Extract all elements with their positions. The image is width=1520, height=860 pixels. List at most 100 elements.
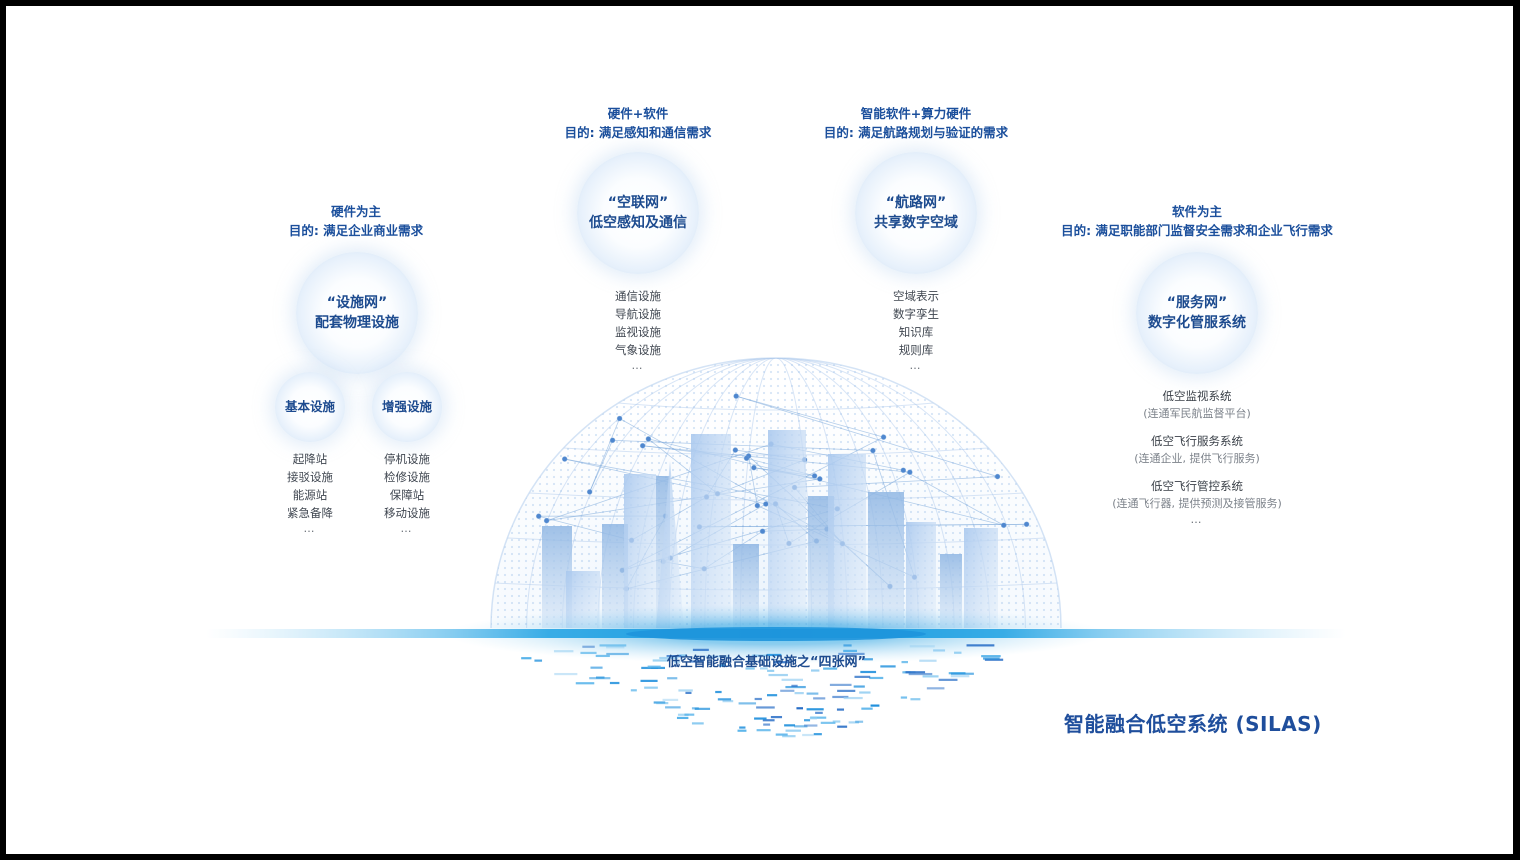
data-stream-bar (950, 672, 974, 675)
list-item: 停机设施 (384, 452, 430, 466)
data-stream-bar (773, 661, 789, 664)
service-network-header: 软件为主 目的: 满足职能部门监督安全需求和企业飞行需求 (1047, 202, 1347, 240)
data-stream-bar (678, 689, 693, 692)
list-item: 通信设施 (615, 289, 661, 303)
data-stream-bar (662, 698, 679, 701)
data-stream-bar (810, 716, 827, 719)
network-node (586, 489, 593, 495)
data-stream-bar (678, 654, 687, 657)
service-network-bubble[interactable]: “服务网” 数字化管服系统 (1136, 252, 1258, 374)
data-stream-bar (717, 698, 732, 701)
data-stream-bar (820, 721, 836, 724)
data-stream-bar (691, 722, 704, 725)
route-network-bubble[interactable]: “航路网” 共享数字空域 (855, 152, 977, 274)
basic-facility-list: 起降站 接驳设施 能源站 紧急备降 … (270, 450, 350, 536)
data-stream-bar (938, 678, 958, 681)
network-node (870, 447, 876, 454)
data-stream-bar (848, 721, 860, 724)
list-more: … (631, 359, 645, 372)
data-stream-bar (806, 708, 824, 711)
air-link-network-bubble[interactable]: “空联网” 低空感知及通信 (577, 152, 699, 274)
data-stream-bar (880, 665, 896, 668)
network-node (900, 467, 907, 474)
list-more: … (303, 522, 317, 535)
data-stream-bar (676, 716, 689, 720)
data-stream-bar (609, 681, 620, 685)
network-node (1000, 522, 1007, 529)
network-node (994, 473, 1001, 480)
basic-facility-bubble[interactable]: 基本设施 (275, 372, 345, 442)
route-network-header: 智能软件+算力硬件 目的: 满足航路规划与验证的需求 (806, 104, 1026, 142)
data-stream-bar (673, 661, 681, 664)
network-node (645, 436, 652, 442)
data-stream-bar (837, 689, 856, 692)
data-stream-bar (767, 669, 775, 672)
data-stream-bar (763, 723, 771, 726)
list-item: 紧急备降 (287, 506, 333, 520)
network-node (743, 455, 750, 462)
data-stream-bar (667, 677, 678, 680)
data-stream-bar (582, 645, 595, 648)
city-building (828, 454, 866, 628)
data-stream-bar (665, 706, 681, 709)
data-stream-bar (738, 702, 757, 705)
route-network-subtitle: 共享数字空域 (874, 215, 958, 231)
data-stream-bar (823, 667, 838, 670)
air-link-network-subtitle: 低空感知及通信 (589, 215, 687, 231)
service-system-desc: (连通军民航监督平台) (1143, 407, 1251, 420)
data-stream-bar (641, 666, 666, 670)
data-stream-bar (843, 644, 852, 647)
data-stream-bar (810, 669, 820, 672)
data-stream-bar (685, 691, 692, 695)
data-stream-bar (794, 692, 804, 695)
data-stream-bar (809, 717, 817, 720)
list-item: 空域表示 (893, 289, 939, 303)
enhanced-facility-bubble[interactable]: 增强设施 (372, 372, 442, 442)
route-network-type: 智能软件+算力硬件 (860, 106, 972, 121)
data-stream-bar (829, 683, 852, 686)
data-stream-bar (553, 650, 574, 653)
data-stream-bar (784, 724, 796, 727)
data-stream-bar (900, 696, 908, 699)
data-stream-bar (751, 654, 767, 657)
service-system-item: 低空飞行管控系统 (连通飞行器, 提供预测及接管服务) … (1087, 478, 1307, 527)
facility-network-header: 硬件为主 目的: 满足企业商业需求 (266, 202, 446, 240)
data-stream-bar (796, 707, 804, 710)
data-stream-bar (981, 655, 1001, 658)
data-stream-bar (838, 652, 865, 656)
network-link (736, 395, 998, 477)
data-stream-bar (595, 654, 610, 658)
network-link (736, 395, 884, 438)
network-link (589, 418, 620, 493)
route-network-list: 空域表示 数字孪生 知识库 规则库 … (876, 287, 956, 373)
data-stream-bar (804, 719, 811, 722)
data-stream-bar (836, 708, 845, 711)
network-node (817, 476, 823, 482)
facility-network-name: “设施网” (326, 295, 388, 311)
data-stream-bar (922, 675, 939, 678)
data-stream-bar (599, 644, 627, 647)
list-item: 知识库 (898, 325, 934, 339)
data-stream-bar (756, 729, 771, 732)
list-item: 规则库 (898, 343, 934, 357)
data-stream-bar (652, 659, 669, 662)
service-network-subtitle: 数字化管服系统 (1148, 315, 1246, 331)
data-stream-bar (768, 673, 788, 677)
data-stream-bar (719, 664, 726, 667)
facility-network-bubble[interactable]: “设施网” 配套物理设施 (296, 252, 418, 374)
system-title: 智能融合低空系统 (SILAS) (1064, 712, 1322, 736)
data-stream-bar (596, 676, 605, 679)
service-system-name: 低空飞行服务系统 (1151, 434, 1243, 448)
air-link-network-purpose: 目的: 满足感知和通信需求 (564, 125, 712, 140)
data-stream-bar (869, 676, 884, 680)
data-stream-bar (832, 720, 841, 723)
network-node (561, 456, 568, 462)
city-building (624, 474, 656, 628)
network-node (732, 447, 739, 453)
enhanced-facility-name: 增强设施 (381, 399, 432, 414)
list-item: 数字孪生 (893, 307, 939, 321)
network-node (616, 415, 623, 422)
data-stream-bar (521, 657, 532, 660)
network-node (751, 464, 757, 471)
data-stream-bar (863, 658, 873, 661)
